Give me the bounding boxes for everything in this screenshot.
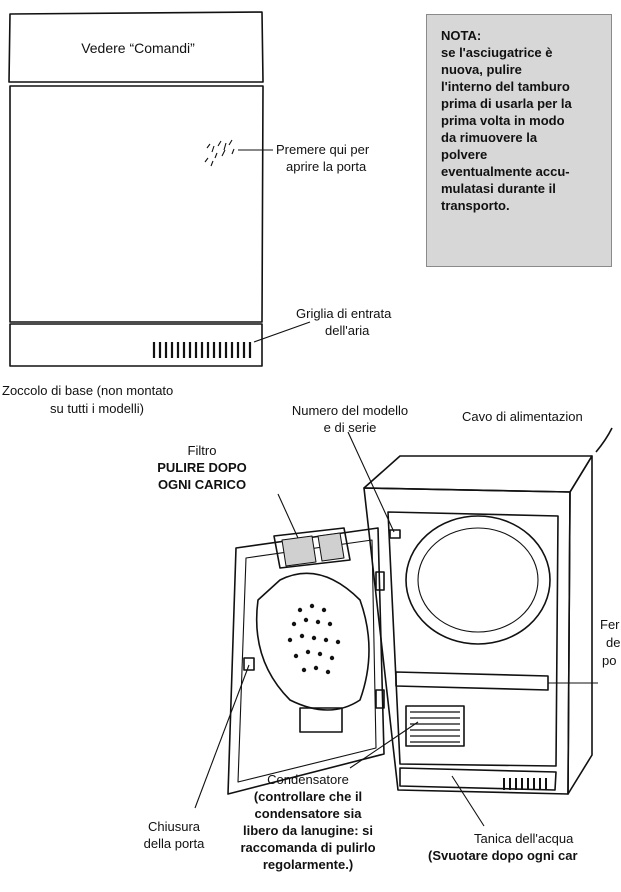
filter-label: Filtro (187, 443, 217, 458)
note-box: NOTA: se l'asciugatrice è nuova, pulire … (426, 14, 612, 267)
drum-rim (417, 527, 539, 633)
door-filter-housing (255, 572, 370, 711)
condenser-instruction-1: (controllare che il (253, 789, 363, 804)
condenser-instruction-3: libero da lanugine: si (242, 823, 374, 838)
plinth-label-2: su tutti i modelli) (50, 401, 144, 416)
door-lock-label-1: Chiusura (147, 819, 201, 834)
water-tank (399, 767, 557, 791)
front-view-dryer (8, 11, 311, 367)
door-press-marks (204, 139, 235, 167)
leader-lines (194, 431, 598, 827)
model-label-2: e di serie (323, 420, 377, 435)
condenser-instruction-5: regolarmente.) (262, 857, 354, 872)
model-label-1: Numero del modello (291, 403, 409, 418)
open-view-dryer (227, 427, 613, 795)
filter-instruction-1: PULIRE DOPO (157, 460, 247, 475)
drum-opening (405, 515, 551, 645)
door-lock-label-2: della porta (143, 836, 205, 851)
condenser-grille (405, 705, 465, 747)
water-tank-leader (451, 775, 485, 827)
door-handle-recess (299, 707, 343, 733)
door-stop-label-2: de (606, 635, 621, 650)
door-stop-label-1: Fer (600, 617, 620, 632)
water-tank-label: Tanica dell'acqua (474, 831, 574, 846)
panel-label: Vedere “Comandi” (81, 40, 195, 56)
open-door (227, 527, 385, 795)
power-cable (595, 427, 613, 453)
air-grille-leader (253, 321, 311, 343)
door-press-label-1: Premere qui per (276, 142, 370, 157)
lint-filter-mesh (281, 532, 345, 567)
note-title: NOTA: (441, 28, 482, 43)
cabinet-side (567, 455, 593, 795)
model-leader (347, 431, 395, 533)
door-lock (243, 657, 255, 671)
cabinet-front (363, 487, 571, 795)
door-lock-leader (194, 664, 250, 809)
plinth-label-1: Zoccolo di base (non montato (2, 383, 174, 398)
filter-leader (277, 493, 299, 539)
air-grille-label-2: dell'aria (325, 323, 370, 338)
air-grille-label-1: Griglia di entrata (296, 306, 392, 321)
condenser-instruction-4: raccomanda di pulirlo (240, 840, 376, 855)
control-panel (8, 11, 264, 83)
water-tank-instruction: (Svuotare dopo ogni car (428, 848, 578, 863)
door-press-label-2: aprire la porta (286, 159, 367, 174)
door-hinge-bottom (375, 689, 385, 709)
filter-instruction-2: OGNI CARICO (157, 477, 247, 492)
condenser-label: Condensatore (267, 772, 349, 787)
condenser-leader (349, 721, 419, 769)
door-stop-bar (395, 671, 549, 691)
door-stop-label-3: po (602, 653, 617, 668)
open-door-inner (237, 539, 377, 783)
note-text: se l'asciugatrice è nuova, pulire l'inte… (441, 45, 572, 213)
front-door (9, 85, 264, 323)
door-vent-holes (287, 603, 341, 675)
plinth (9, 323, 263, 367)
cabinet-top (363, 455, 593, 493)
model-plate (389, 529, 401, 539)
cable-label: Cavo di alimentazion (462, 409, 583, 424)
door-hinge-top (375, 571, 385, 591)
lint-filter (273, 527, 351, 569)
condenser-instruction-2: condensatore sia (254, 806, 362, 821)
air-grille (152, 342, 252, 358)
